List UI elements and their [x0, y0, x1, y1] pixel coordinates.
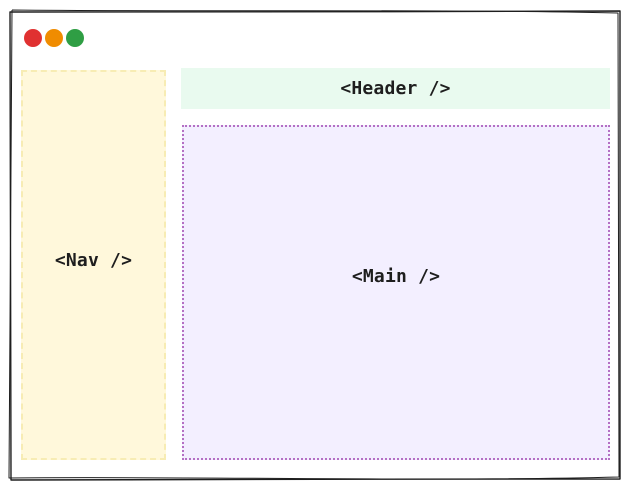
- header-label: <Header />: [340, 78, 451, 99]
- window-maximize-button[interactable]: [66, 29, 84, 47]
- main-panel: <Main />: [182, 125, 610, 460]
- nav-panel: <Nav />: [21, 70, 166, 460]
- main-label: <Main />: [351, 266, 441, 287]
- window-minimize-button[interactable]: [45, 29, 63, 47]
- nav-label: <Nav />: [54, 249, 133, 271]
- header-panel: <Header />: [181, 68, 610, 109]
- window-close-button[interactable]: [24, 29, 42, 47]
